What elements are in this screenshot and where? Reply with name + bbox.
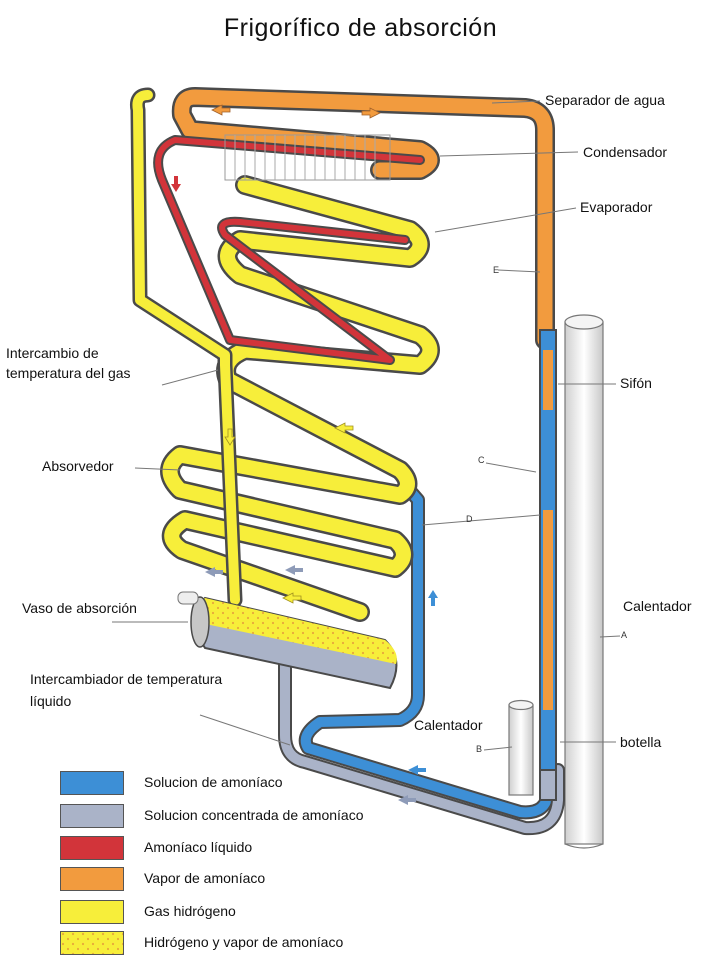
diagram-title: Frigorífico de absorción [223,14,498,42]
label-vaso: Vaso de absorción [22,600,137,616]
label-botella: botella [620,734,662,750]
legend-swatch [60,900,124,924]
flow-arrows [171,104,438,805]
legend-label: Amoníaco líquido [144,839,253,855]
label-evaporador: Evaporador [580,199,653,215]
legend-swatch-dotted [60,931,124,955]
label-sifon: Sifón [620,375,652,391]
marker-b: B [476,744,483,754]
legend-swatch [60,836,124,860]
legend-label: Vapor de amoníaco [144,870,266,886]
label-intercambio-gas-2: temperatura del gas [6,365,131,381]
legend-label: Solucion concentrada de amoníaco [144,807,364,823]
legend-label: Solucion de amoníaco [144,774,283,790]
label-absorvedor: Absorvedor [42,458,114,474]
liquid-ammonia-pipe [153,135,425,365]
legend-label: Gas hidrógeno [144,903,236,919]
legend-swatch [60,804,124,828]
label-separador: Separador de agua [545,92,665,108]
label-calentador-b: Calentador [414,717,483,733]
label-calentador-a: Calentador [623,598,692,614]
legend-label: Hidrógeno y vapor de amoníaco [144,934,344,950]
label-condensador: Condensador [583,144,668,160]
vapor-pipe [171,87,555,350]
concentrated-solution-pipe [278,633,565,836]
leader-lines [112,100,621,751]
label-intercambio-gas-1: Intercambio de [6,345,99,361]
legend-swatch [60,771,124,795]
hydrogen-pipe [130,87,440,622]
marker-a: A [621,630,628,640]
marker-d: D [466,514,473,524]
condenser-fins [224,134,391,181]
solution-pipe [298,333,555,820]
label-intercambiador-liq-2: líquido [30,693,72,709]
label-intercambiador-liq-1: Intercambiador de temperatura [30,671,223,687]
absorption-vessel [177,591,398,690]
legend-swatch [60,867,124,891]
marker-e: E [493,265,500,275]
marker-c: C [478,455,485,465]
bubble-pump [539,329,557,801]
heater-cylinder-a [564,314,604,849]
heater-cylinder-b [508,699,534,796]
